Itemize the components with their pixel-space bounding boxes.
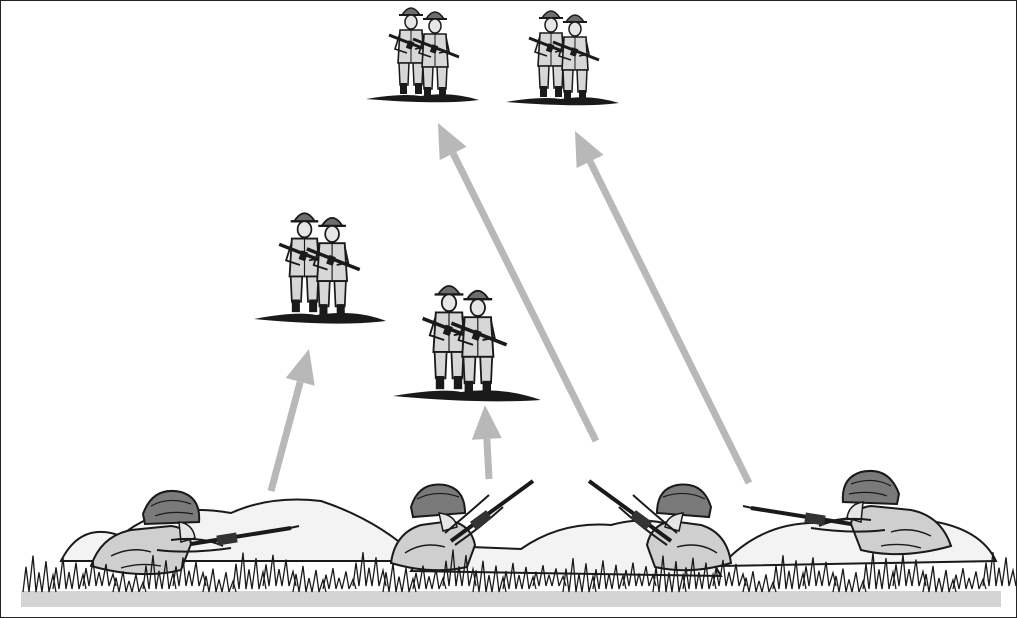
arrow-shooter-2-to-mid-center [472, 405, 502, 479]
arrow-shooter-4-to-far-right [575, 131, 749, 483]
arrow-head [286, 349, 315, 386]
target-group-mid-left [254, 213, 386, 323]
arrow-shaft [271, 382, 300, 491]
target-group-far-left [366, 8, 479, 102]
arrow-shooter-1-to-mid-left [271, 349, 315, 491]
target-group-far-right [506, 11, 619, 105]
arrow-shaft [590, 161, 749, 483]
arrow-head [472, 405, 502, 440]
arrow-shaft [487, 439, 489, 479]
target-group-mid-center [393, 286, 541, 401]
